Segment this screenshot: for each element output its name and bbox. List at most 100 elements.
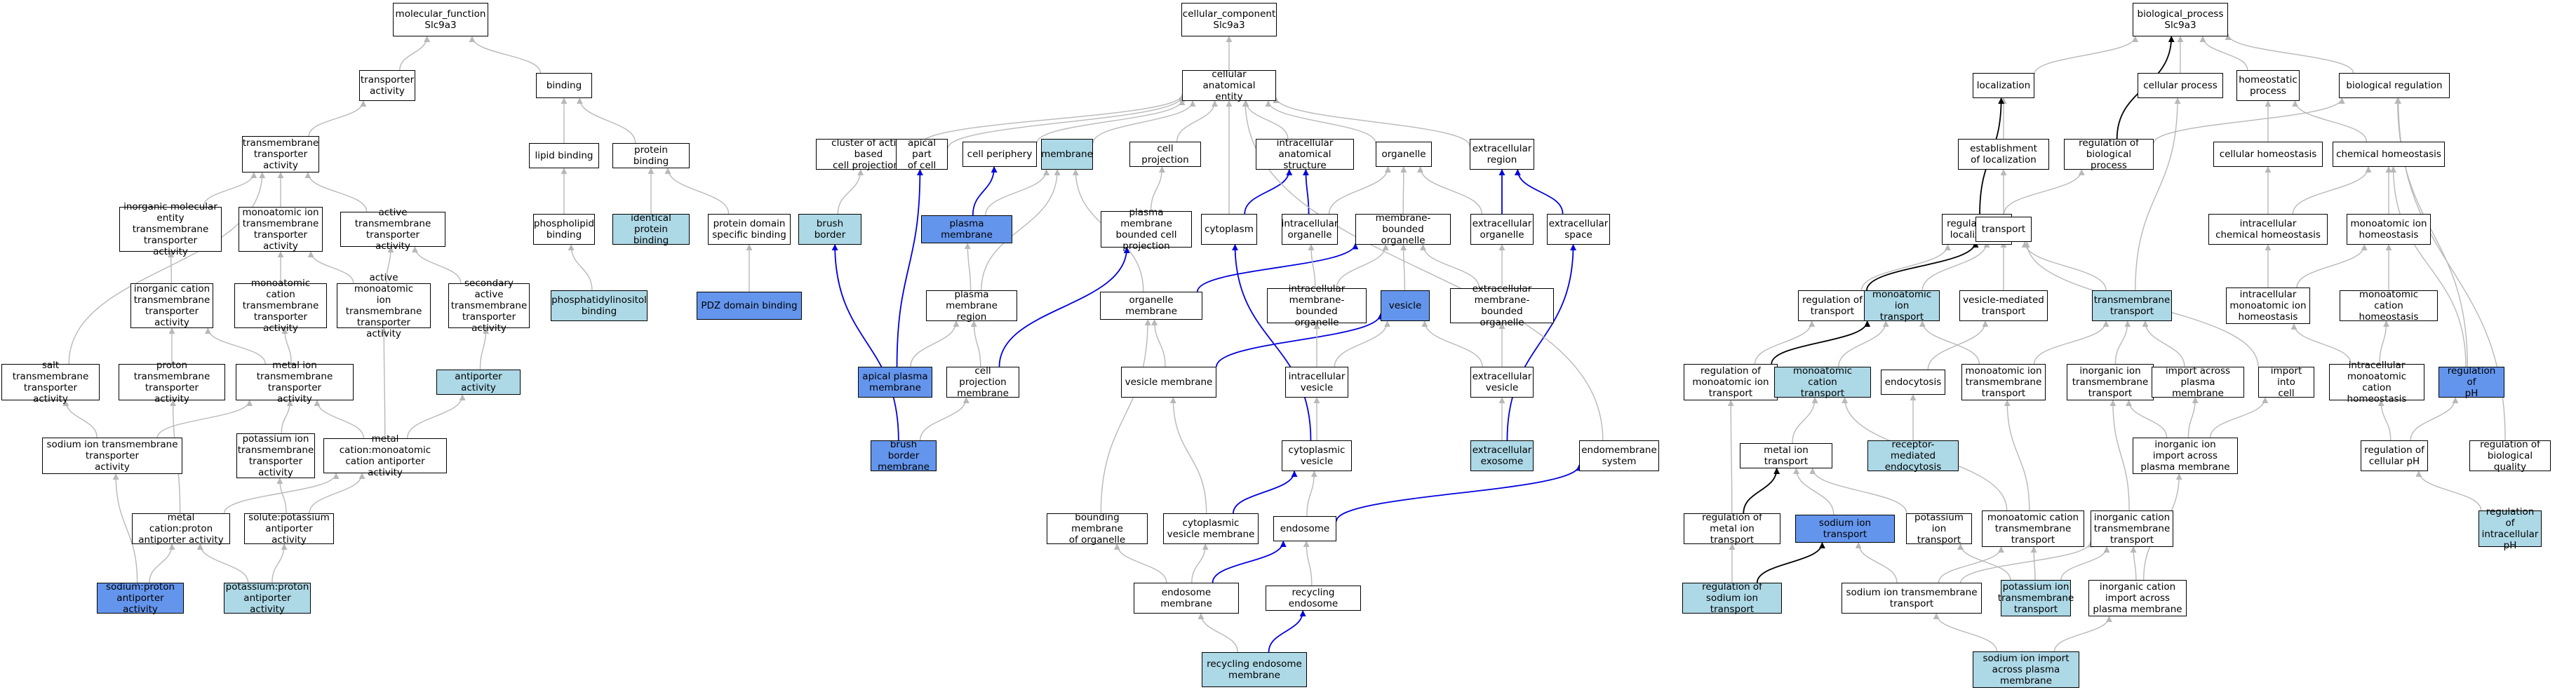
go-term-recend[interactable]: recycling endosome xyxy=(1266,586,1361,611)
go-term-binding[interactable]: binding xyxy=(536,73,592,98)
go-term-mcpaa[interactable]: metal cation:proton antiporter activity xyxy=(132,512,230,546)
go-term-mcta[interactable]: monoatomic cation transmembrane transpor… xyxy=(234,278,327,334)
go-term-local[interactable]: localization xyxy=(1973,73,2034,98)
go-term-icorg[interactable]: intracellular organelle xyxy=(1282,214,1338,245)
go-term-identb[interactable]: identical protein binding xyxy=(612,212,690,246)
go-term-icmchom[interactable]: intracellular monoatomic cation homeosta… xyxy=(2329,360,2424,405)
go-term-regsodtr[interactable]: regulation of sodium ion transport xyxy=(1682,581,1782,615)
go-term-mittr[interactable]: monoatomic ion transmembrane transport xyxy=(1961,364,2046,400)
go-term-icchom[interactable]: intracellular chemical homeostasis xyxy=(2208,214,2328,245)
go-term-regmetr[interactable]: regulation of metal ion transport xyxy=(1684,512,1780,546)
go-term-tmtr[interactable]: transmembrane transport xyxy=(2092,290,2172,321)
go-term-regicph[interactable]: regulation of intracellular pH xyxy=(2478,506,2542,551)
go-term-ias[interactable]: intracellular anatomical structure xyxy=(1256,137,1354,171)
go-term-phosb[interactable]: phospholipid binding xyxy=(533,214,595,245)
go-term-transport[interactable]: transport xyxy=(1975,217,2032,242)
go-term-bioreg[interactable]: biological regulation xyxy=(2339,73,2450,98)
go-term-icttr[interactable]: inorganic cation transmembrane transport xyxy=(2091,510,2173,547)
go-term-bmo[interactable]: bounding membrane of organelle xyxy=(1047,512,1148,546)
go-term-icves[interactable]: intracellular vesicle xyxy=(1285,367,1348,398)
go-term-endosome[interactable]: endosome xyxy=(1273,516,1336,541)
go-term-tta[interactable]: transmembrane transporter activity xyxy=(242,136,319,172)
go-term-cellproc[interactable]: cellular process xyxy=(2138,73,2223,98)
go-term-rmendo[interactable]: receptor-mediated endocytosis xyxy=(1867,439,1959,473)
go-term-icmihom[interactable]: intracellular monoatomic ion homeostasis xyxy=(2226,288,2310,324)
go-term-bp[interactable]: biological_process Slc9a3 xyxy=(2133,3,2228,36)
go-term-regtr[interactable]: regulation of transport xyxy=(1798,290,1867,321)
go-term-pmr[interactable]: plasma membrane region xyxy=(926,289,1017,323)
go-term-protb[interactable]: protein binding xyxy=(612,143,690,168)
go-term-pittr[interactable]: potassium ion transmembrane transport xyxy=(1997,580,2074,616)
go-term-vesmem[interactable]: vesicle membrane xyxy=(1121,367,1216,398)
go-term-endosys[interactable]: endomembrane system xyxy=(1579,440,1659,471)
go-term-cproj[interactable]: cell projection xyxy=(1129,142,1201,167)
go-term-mbo[interactable]: membrane-bounded organelle xyxy=(1355,212,1451,246)
go-term-imetta[interactable]: inorganic molecular entity transmembrane… xyxy=(119,201,222,257)
go-term-iiipm[interactable]: inorganic ion import across plasma membr… xyxy=(2133,438,2238,474)
go-term-amita[interactable]: active monoatomic ion transmembrane tran… xyxy=(337,272,431,339)
go-term-antip[interactable]: antiporter activity xyxy=(436,370,521,395)
go-term-mchom[interactable]: monoatomic cation homeostasis xyxy=(2340,289,2438,323)
go-term-memb[interactable]: membrane xyxy=(1041,139,1093,170)
go-term-vmtr[interactable]: vesicle-mediated transport xyxy=(1959,290,2048,321)
go-term-exosome[interactable]: extracellular exosome xyxy=(1470,440,1534,471)
go-term-ecorg[interactable]: extracellular organelle xyxy=(1470,214,1534,245)
go-term-mihom[interactable]: monoatomic ion homeostasis xyxy=(2347,214,2431,245)
go-term-mitr2[interactable]: metal ion transport xyxy=(1740,443,1832,468)
go-term-impcell[interactable]: import into cell xyxy=(2258,365,2314,399)
go-term-ecves[interactable]: extracellular vesicle xyxy=(1470,367,1534,398)
go-term-recendm[interactable]: recycling endosome membrane xyxy=(1202,652,1307,687)
go-term-orgmem[interactable]: organelle membrane xyxy=(1100,292,1202,320)
go-term-sittr[interactable]: sodium ion transmembrane transport xyxy=(1842,583,1982,614)
go-term-regph[interactable]: regulation of pH xyxy=(2439,365,2504,399)
go-term-pmbcp[interactable]: plasma membrane bounded cell projection xyxy=(1101,207,1192,252)
go-term-cvm[interactable]: cytoplasmic vesicle membrane xyxy=(1163,513,1259,544)
go-term-apm[interactable]: apical plasma membrane xyxy=(858,367,932,398)
go-term-mctr[interactable]: monoatomic cation transport xyxy=(1774,365,1871,399)
go-term-salt[interactable]: salt transmembrane transporter activity xyxy=(1,360,100,405)
go-term-pib[interactable]: phosphatidylinositol binding xyxy=(551,290,648,321)
go-term-lipidb[interactable]: lipid binding xyxy=(529,143,599,168)
go-term-imbo[interactable]: intracellular membrane-bounded organelle xyxy=(1267,283,1367,328)
go-term-impm[interactable]: import across plasma membrane xyxy=(2152,365,2244,399)
go-term-pdzb[interactable]: PDZ domain binding xyxy=(697,292,802,320)
go-term-cpm[interactable]: cell projection membrane xyxy=(946,365,1019,399)
go-term-ecspace[interactable]: extracellular space xyxy=(1547,214,1610,245)
go-term-atta[interactable]: active transmembrane transporter activit… xyxy=(340,207,445,252)
go-term-cytves[interactable]: cytoplasmic vesicle xyxy=(1282,440,1352,471)
go-term-potta[interactable]: potassium ion transmembrane transporter … xyxy=(236,433,315,478)
go-term-vesicle[interactable]: vesicle xyxy=(1381,290,1430,321)
go-term-bb[interactable]: brush border xyxy=(798,214,861,245)
go-term-chemhom[interactable]: chemical homeostasis xyxy=(2333,142,2445,167)
go-term-pdsb[interactable]: protein domain specific binding xyxy=(708,214,791,245)
go-term-mitr[interactable]: monoatomic ion transport xyxy=(1864,289,1940,323)
go-term-pottr[interactable]: potassium ion transport xyxy=(1906,512,1972,546)
go-term-extreg[interactable]: extracellular region xyxy=(1470,139,1534,170)
go-term-cc[interactable]: cellular_component Slc9a3 xyxy=(1181,3,1277,36)
go-term-regmitr[interactable]: regulation of monoatomic ion transport xyxy=(1684,364,1778,400)
go-term-regcph[interactable]: regulation of cellular pH xyxy=(2361,440,2428,471)
go-term-mcttr[interactable]: monoatomic cation transmembrane transpor… xyxy=(1982,510,2084,547)
go-term-spaa[interactable]: solute:potassium antiporter activity xyxy=(244,512,334,546)
go-term-homproc[interactable]: homeostatic process xyxy=(2236,70,2300,101)
go-term-organelle[interactable]: organelle xyxy=(1376,142,1432,167)
go-term-cae[interactable]: cellular anatomical entity xyxy=(1182,69,1276,102)
go-term-proton[interactable]: proton transmembrane transporter activit… xyxy=(119,360,225,405)
go-term-icta[interactable]: inorganic cation transmembrane transport… xyxy=(130,283,213,328)
go-term-endomem[interactable]: endosome membrane xyxy=(1134,583,1239,614)
go-term-icipm[interactable]: inorganic cation import across plasma me… xyxy=(2088,580,2187,616)
go-term-regbp[interactable]: regulation of biological process xyxy=(2064,137,2154,171)
go-term-metion[interactable]: metal ion transmembrane transporter acti… xyxy=(236,360,354,405)
go-term-mf[interactable]: molecular_function Slc9a3 xyxy=(393,3,488,36)
go-term-cyto[interactable]: cytoplasm xyxy=(1201,214,1257,245)
go-term-apc[interactable]: apical part of cell xyxy=(896,137,948,171)
go-term-regbq[interactable]: regulation of biological quality xyxy=(2469,439,2551,473)
go-term-spaa2[interactable]: sodium:proton antiporter activity xyxy=(97,581,184,615)
go-term-endocyt[interactable]: endocytosis xyxy=(1881,370,1945,395)
go-term-satta[interactable]: secondary active transmembrane transport… xyxy=(448,278,530,334)
go-term-estloc[interactable]: establishment of localization xyxy=(1958,139,2049,170)
go-term-embo[interactable]: extracellular membrane-bounded organelle xyxy=(1450,283,1554,328)
go-term-sodtr[interactable]: sodium ion transport xyxy=(1795,515,1895,543)
go-term-siipm[interactable]: sodium ion import across plasma membrane xyxy=(1973,651,2079,688)
go-term-mcmcaa[interactable]: metal cation:monoatomic cation antiporte… xyxy=(323,433,447,478)
